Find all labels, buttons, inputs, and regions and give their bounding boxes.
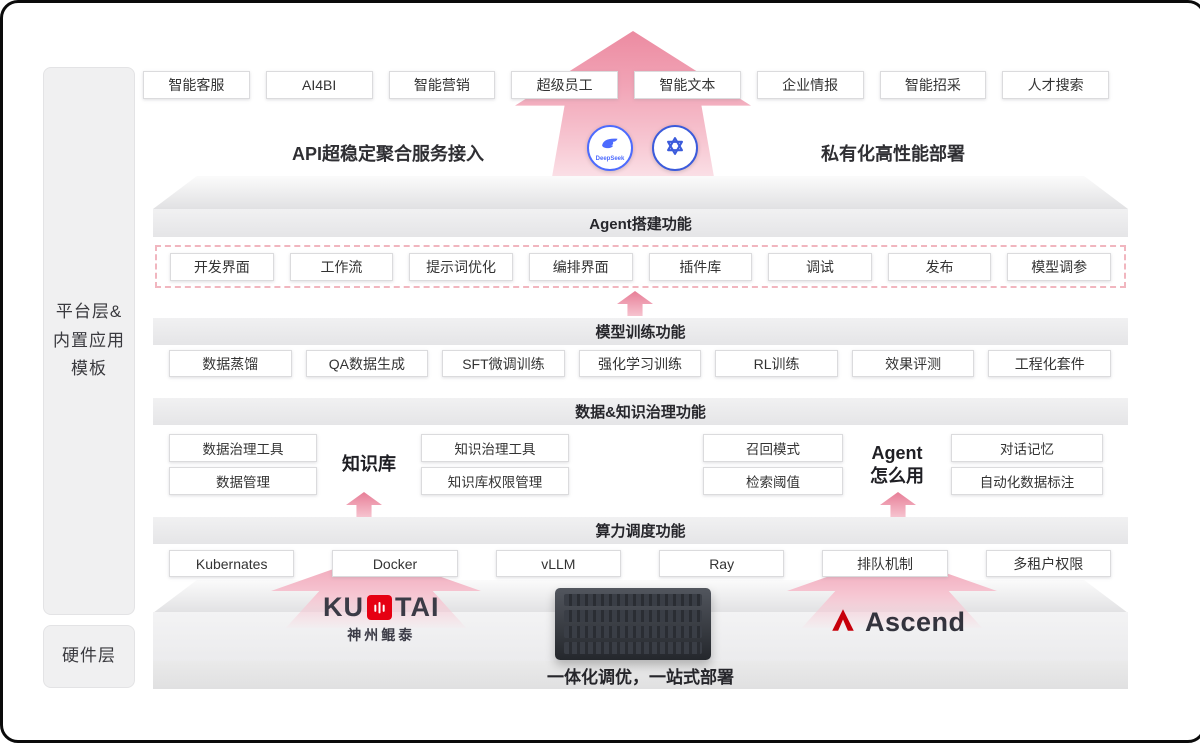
data-governance-title-bar: 数据&知识治理功能 bbox=[153, 398, 1128, 425]
governance-box: 数据治理工具 bbox=[169, 434, 317, 462]
agent-feature-box: 编排界面 bbox=[528, 252, 633, 281]
up-arrow-icon bbox=[346, 492, 382, 517]
training-feature-box: QA数据生成 bbox=[305, 350, 429, 377]
private-deploy-label: 私有化高性能部署 bbox=[821, 144, 965, 164]
app-box: 智能营销 bbox=[388, 71, 496, 99]
training-feature-box: SFT微调训练 bbox=[442, 350, 565, 377]
model-training-title-bar: 模型训练功能 bbox=[153, 318, 1128, 345]
agent-usage-label-line: 怎么用 bbox=[870, 465, 924, 486]
compute-items-row: Kubernates Docker vLLM Ray 排队机制 多租户权限 bbox=[169, 550, 1111, 577]
governance-box: 知识库权限管理 bbox=[421, 467, 569, 495]
app-box: 企业情报 bbox=[756, 71, 864, 99]
ascend-wordmark: Ascend bbox=[865, 607, 966, 637]
compute-box: Kubernates bbox=[169, 550, 295, 577]
governance-box: 知识治理工具 bbox=[421, 434, 569, 462]
model-training-items-row: 数据蒸馏 QA数据生成 SFT微调训练强化学习训练 RL训练效果评测工程化套件 bbox=[169, 350, 1112, 377]
agent-usage-label-line: Agent bbox=[871, 443, 923, 463]
deepseek-logo: DeepSeek bbox=[587, 125, 633, 171]
server-slot bbox=[564, 626, 702, 638]
deployment-banner: 一体化调优，一站式部署 bbox=[153, 661, 1128, 689]
agent-usage-group: 召回模式检索阈值 Agent 怎么用 对话记忆自动化数据标注 bbox=[703, 434, 1103, 495]
model-logo bbox=[652, 125, 698, 171]
training-feature-box: 强化学习训练 bbox=[578, 350, 702, 377]
compute-schedule-title-bar: 算力调度功能 bbox=[153, 517, 1128, 544]
hardware-layer-rail: 硬件层 bbox=[43, 625, 135, 688]
governance-box: 对话记忆 bbox=[951, 434, 1103, 462]
compute-box: 多租户权限 bbox=[985, 550, 1111, 577]
platform-rail-line: 模板 bbox=[71, 359, 107, 379]
agent-feature-box: 开发界面 bbox=[170, 252, 274, 281]
compute-box: Docker bbox=[332, 550, 458, 577]
training-feature-box: 数据蒸馏 bbox=[169, 350, 292, 377]
app-box: AI4BI bbox=[265, 71, 373, 99]
app-box: 智能客服 bbox=[143, 71, 250, 99]
agent-build-title-bar: Agent搭建功能 bbox=[153, 209, 1128, 237]
deepseek-whale-icon bbox=[600, 135, 620, 155]
compute-box: vLLM bbox=[495, 550, 621, 577]
server-slot bbox=[564, 642, 702, 654]
agent-feature-box: 插件库 bbox=[648, 252, 753, 281]
app-box: 人才搜索 bbox=[1002, 71, 1109, 99]
agent-feature-box: 发布 bbox=[887, 252, 992, 281]
governance-box: 自动化数据标注 bbox=[951, 467, 1103, 495]
server-slot bbox=[564, 610, 702, 622]
knowledge-right-stack: 知识治理工具知识库权限管理 bbox=[421, 434, 569, 495]
kuntai-mark-icon bbox=[367, 595, 392, 620]
ascend-logo: Ascend bbox=[829, 606, 966, 639]
kuntai-wordmark-prefix: KU bbox=[323, 592, 364, 622]
training-feature-box: 工程化套件 bbox=[988, 350, 1112, 377]
knowledge-base-group: 数据治理工具数据管理 知识库 知识治理工具知识库权限管理 bbox=[169, 434, 569, 495]
agent-feature-box: 工作流 bbox=[289, 252, 394, 281]
app-box: 超级员工 bbox=[511, 71, 618, 99]
agent-build-items-row: 开发界面工作流提示词优化编排界面插件库调试发布模型调参 bbox=[155, 245, 1126, 288]
kuntai-subtitle: 神州鲲泰 bbox=[347, 627, 416, 643]
up-arrow-icon bbox=[617, 291, 653, 316]
knowledge-left-stack: 数据治理工具数据管理 bbox=[169, 434, 317, 495]
deepseek-wordmark: DeepSeek bbox=[595, 155, 625, 162]
agent-feature-box: 提示词优化 bbox=[409, 252, 513, 281]
ascend-a-icon bbox=[829, 606, 857, 639]
hardware-rail-label: 硬件层 bbox=[62, 646, 116, 666]
agent-feature-box: 模型调参 bbox=[1007, 252, 1111, 281]
server-image bbox=[555, 588, 711, 660]
agent-usage-label: Agent 怎么用 bbox=[855, 442, 939, 487]
platform-top-edge bbox=[153, 176, 1128, 209]
training-feature-box: 效果评测 bbox=[851, 350, 975, 377]
agent-usage-right-stack: 对话记忆自动化数据标注 bbox=[951, 434, 1103, 495]
agent-usage-left-stack: 召回模式检索阈值 bbox=[703, 434, 843, 495]
app-box: 智能文本 bbox=[634, 71, 741, 99]
governance-box: 召回模式 bbox=[703, 434, 843, 462]
governance-box: 检索阈值 bbox=[703, 467, 843, 495]
qwen-knot-icon bbox=[663, 134, 687, 163]
knowledge-base-label: 知识库 bbox=[342, 454, 396, 475]
kuntai-logo: KU TAI 神州鲲泰 bbox=[323, 592, 440, 645]
compute-box: 排队机制 bbox=[822, 550, 948, 577]
governance-box: 数据管理 bbox=[169, 467, 317, 495]
platform-rail-line: 平台层& bbox=[55, 301, 123, 321]
platform-rail-line: 内置应用 bbox=[53, 330, 125, 350]
up-arrow-icon bbox=[880, 492, 916, 517]
compute-box: Ray bbox=[658, 550, 785, 577]
platform-layer-rail: 平台层& 内置应用 模板 bbox=[43, 67, 135, 615]
app-box: 智能招采 bbox=[879, 71, 987, 99]
agent-feature-box: 调试 bbox=[768, 252, 872, 281]
api-access-label: API超稳定聚合服务接入 bbox=[291, 144, 484, 164]
server-slot bbox=[564, 594, 702, 606]
app-boxes-row: 智能客服 AI4BI 智能营销超级员工智能文本企业情报智能招采人才搜索 bbox=[143, 71, 1109, 99]
kuntai-wordmark-suffix: TAI bbox=[395, 592, 440, 622]
training-feature-box: RL训练 bbox=[715, 350, 838, 377]
